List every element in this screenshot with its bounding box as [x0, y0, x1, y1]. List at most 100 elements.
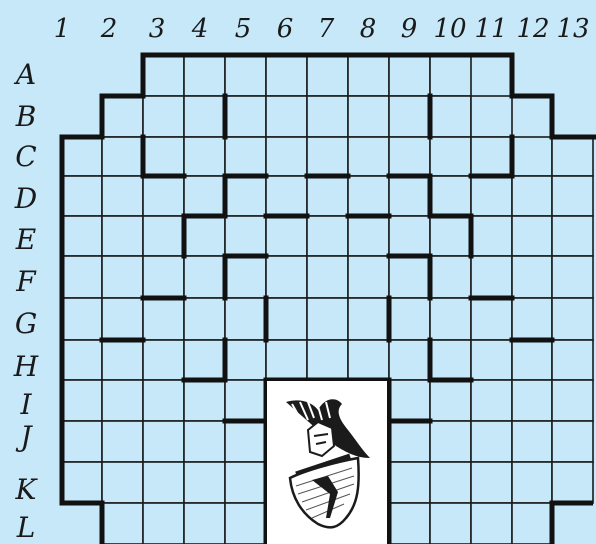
board-cell-L9[interactable] [389, 503, 430, 544]
board-cell-C12[interactable] [512, 137, 552, 176]
board-cell-E1[interactable] [62, 216, 102, 256]
board-cell-B5[interactable] [225, 96, 266, 137]
board-cell-B2[interactable] [102, 96, 143, 137]
board-cell-A8[interactable] [348, 55, 389, 96]
board-cell-C1[interactable] [62, 137, 102, 176]
board-cell-G6[interactable] [266, 298, 307, 340]
board-cell-I5[interactable] [225, 380, 266, 421]
board-cell-I4[interactable] [184, 380, 225, 421]
board-cell-G9[interactable] [389, 298, 430, 340]
board-cell-E12[interactable] [512, 216, 552, 256]
board-cell-C7[interactable] [307, 137, 348, 176]
board-cell-J9[interactable] [389, 421, 430, 462]
board-cell-E6[interactable] [266, 216, 307, 256]
board-cell-G7[interactable] [307, 298, 348, 340]
board-cell-G8[interactable] [348, 298, 389, 340]
board-cell-H9[interactable] [389, 340, 430, 380]
board-cell-C11[interactable] [471, 137, 512, 176]
board-cell-D5[interactable] [225, 176, 266, 216]
board-cell-I11[interactable] [471, 380, 512, 421]
board-cell-E7[interactable] [307, 216, 348, 256]
board-cell-I13[interactable] [552, 380, 593, 421]
board-cell-H10[interactable] [430, 340, 471, 380]
board-cell-D9[interactable] [389, 176, 430, 216]
board-cell-J5[interactable] [225, 421, 266, 462]
board-cell-L4[interactable] [184, 503, 225, 544]
board-cell-F9[interactable] [389, 256, 430, 298]
board-cell-D12[interactable] [512, 176, 552, 216]
board-cell-J11[interactable] [471, 421, 512, 462]
board-cell-H5[interactable] [225, 340, 266, 380]
board-cell-F13[interactable] [552, 256, 593, 298]
board-cell-C5[interactable] [225, 137, 266, 176]
board-cell-D13[interactable] [552, 176, 593, 216]
board-cell-C13[interactable] [552, 137, 593, 176]
board-cell-D6[interactable] [266, 176, 307, 216]
board-cell-J10[interactable] [430, 421, 471, 462]
board-cell-J4[interactable] [184, 421, 225, 462]
board-cell-H2[interactable] [102, 340, 143, 380]
board-cell-D3[interactable] [143, 176, 184, 216]
board-cell-I10[interactable] [430, 380, 471, 421]
board-cell-F6[interactable] [266, 256, 307, 298]
board-cell-H6[interactable] [266, 340, 307, 380]
board-cell-K1[interactable] [62, 462, 102, 503]
board-cell-I9[interactable] [389, 380, 430, 421]
board-cell-I2[interactable] [102, 380, 143, 421]
board-cell-E13[interactable] [552, 216, 593, 256]
board-cell-D11[interactable] [471, 176, 512, 216]
board-cell-F4[interactable] [184, 256, 225, 298]
board-cell-J3[interactable] [143, 421, 184, 462]
board-cell-D1[interactable] [62, 176, 102, 216]
board-cell-E3[interactable] [143, 216, 184, 256]
board-cell-A3[interactable] [143, 55, 184, 96]
board-cell-F5[interactable] [225, 256, 266, 298]
board-cell-C6[interactable] [266, 137, 307, 176]
board-cell-F3[interactable] [143, 256, 184, 298]
board-cell-E5[interactable] [225, 216, 266, 256]
board-cell-J1[interactable] [62, 421, 102, 462]
board-cell-F2[interactable] [102, 256, 143, 298]
board-cell-C10[interactable] [430, 137, 471, 176]
board-cell-K13[interactable] [552, 462, 593, 503]
board-cell-A4[interactable] [184, 55, 225, 96]
board-cell-G12[interactable] [512, 298, 552, 340]
board-cell-G1[interactable] [62, 298, 102, 340]
board-cell-E11[interactable] [471, 216, 512, 256]
board-cell-L2[interactable] [102, 503, 143, 544]
board-cell-G10[interactable] [430, 298, 471, 340]
board-cell-L5[interactable] [225, 503, 266, 544]
board-cell-B8[interactable] [348, 96, 389, 137]
board-cell-J13[interactable] [552, 421, 593, 462]
board-cell-C9[interactable] [389, 137, 430, 176]
board-cell-A9[interactable] [389, 55, 430, 96]
board-cell-C4[interactable] [184, 137, 225, 176]
board-cell-E2[interactable] [102, 216, 143, 256]
board-cell-K9[interactable] [389, 462, 430, 503]
board-cell-B9[interactable] [389, 96, 430, 137]
board-cell-E10[interactable] [430, 216, 471, 256]
board-cell-K5[interactable] [225, 462, 266, 503]
board-cell-F1[interactable] [62, 256, 102, 298]
board-cell-H3[interactable] [143, 340, 184, 380]
board-cell-H8[interactable] [348, 340, 389, 380]
board-cell-G11[interactable] [471, 298, 512, 340]
board-cell-G2[interactable] [102, 298, 143, 340]
board-cell-E9[interactable] [389, 216, 430, 256]
board-cell-F7[interactable] [307, 256, 348, 298]
board-cell-B3[interactable] [143, 96, 184, 137]
board-cell-K4[interactable] [184, 462, 225, 503]
board-cell-F10[interactable] [430, 256, 471, 298]
board-cell-D10[interactable] [430, 176, 471, 216]
board-cell-B6[interactable] [266, 96, 307, 137]
board-cell-K2[interactable] [102, 462, 143, 503]
board-cell-I3[interactable] [143, 380, 184, 421]
board-cell-L10[interactable] [430, 503, 471, 544]
board-cell-I12[interactable] [512, 380, 552, 421]
board-cell-G5[interactable] [225, 298, 266, 340]
board-cell-H1[interactable] [62, 340, 102, 380]
board-cell-B4[interactable] [184, 96, 225, 137]
board-cell-C8[interactable] [348, 137, 389, 176]
board-cell-K11[interactable] [471, 462, 512, 503]
board-cell-F11[interactable] [471, 256, 512, 298]
